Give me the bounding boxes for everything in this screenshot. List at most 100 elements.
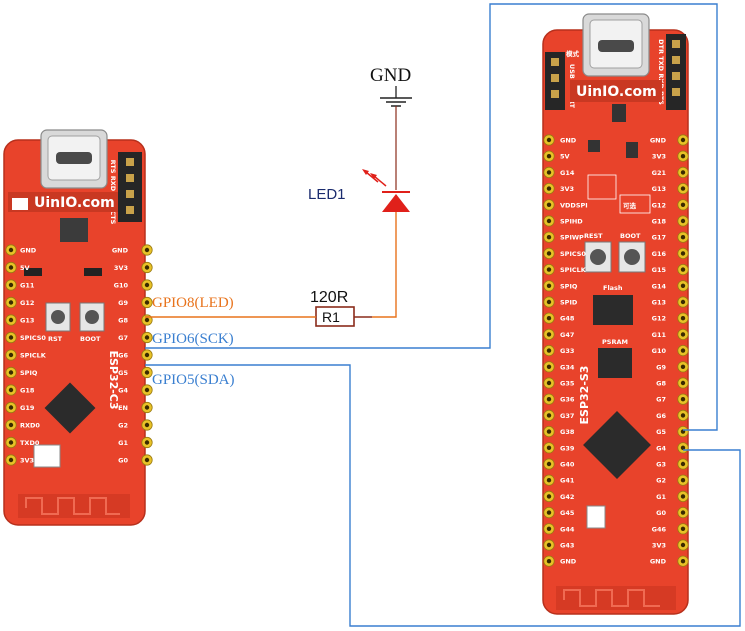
pin-hole xyxy=(546,413,552,418)
pin-label: G7 xyxy=(118,334,128,342)
pin-label: G9 xyxy=(118,299,128,307)
gnd-label: GND xyxy=(370,65,411,86)
pin-hole xyxy=(680,526,686,531)
pin-label: SPIHD xyxy=(560,218,583,226)
pin-hole xyxy=(680,186,686,191)
s3-brand-label: UinIO.com xyxy=(576,84,657,100)
gpio5-label: GPIO5(SDA) xyxy=(152,372,235,388)
pin-label: G15 xyxy=(652,266,667,274)
pin-hole xyxy=(546,380,552,386)
pin-hole xyxy=(546,445,552,450)
pin-label: G8 xyxy=(656,380,666,388)
resistor-value: 120R xyxy=(310,289,348,306)
pin-label: G3 xyxy=(656,461,666,469)
pin-label: G0 xyxy=(656,509,666,517)
pin-hole xyxy=(546,283,552,288)
pin-hole xyxy=(546,478,552,483)
pin-label: G39 xyxy=(560,444,575,452)
pin-hole xyxy=(8,422,14,428)
pin-hole xyxy=(680,348,686,353)
pin-hole xyxy=(144,370,150,375)
pin-hole xyxy=(144,387,150,393)
pin-label: G33 xyxy=(560,347,574,355)
flash-chip xyxy=(593,295,633,325)
pin-label: G40 xyxy=(560,461,575,469)
pin-hole xyxy=(546,170,552,175)
pin-label: GND xyxy=(650,137,667,145)
gpio6-wire xyxy=(145,3,718,431)
pin-hole xyxy=(144,317,150,323)
pin-label: G36 xyxy=(560,396,575,404)
pin-label: G0 xyxy=(118,457,128,465)
pin-hole xyxy=(144,352,150,358)
s3-board-name: ESP32-S3 xyxy=(578,366,591,425)
pin-label: G8 xyxy=(118,317,128,325)
pin-label: G38 xyxy=(560,428,575,436)
pin-hole xyxy=(8,370,14,375)
pin-label: G19 xyxy=(20,404,35,412)
pin-hole xyxy=(8,282,14,288)
pin-label: G45 xyxy=(560,509,575,517)
pin-hole xyxy=(8,300,14,305)
pin-hole xyxy=(680,202,686,207)
pin-hole xyxy=(144,300,150,305)
pin-label: SPICS0 xyxy=(20,334,46,342)
pin-label: G46 xyxy=(652,525,667,533)
pin-label: SPID xyxy=(560,299,578,307)
pin-hole xyxy=(8,265,14,270)
pin-label: G37 xyxy=(560,412,574,420)
pin-label: G12 xyxy=(20,299,34,307)
pin-hole xyxy=(680,235,686,240)
led-resistor-wire xyxy=(372,212,397,318)
pin-hole xyxy=(144,405,150,410)
c3-board-name: ESP32-C3 xyxy=(107,350,120,409)
pin-label: GND xyxy=(560,558,577,566)
pin-hole xyxy=(680,445,686,450)
pin-hole xyxy=(680,542,686,548)
pin-hole xyxy=(546,494,552,499)
pin-label: SPICLK xyxy=(560,266,587,274)
rgb-led xyxy=(33,444,61,468)
pin-label: G43 xyxy=(560,542,574,550)
pcb-antenna xyxy=(25,497,120,515)
resistor-ref: R1 xyxy=(322,309,340,325)
pin-hole xyxy=(144,282,150,288)
pin-label: EN xyxy=(118,404,128,412)
esp32-s3-chip xyxy=(583,411,651,479)
pin-hole xyxy=(546,461,552,467)
pin-hole xyxy=(546,429,552,434)
pin-label: G11 xyxy=(20,282,35,290)
pin-label: G5 xyxy=(118,369,128,377)
gpio5-wire xyxy=(145,364,741,627)
pin-hole xyxy=(680,380,686,386)
pin-label: G14 xyxy=(652,282,667,290)
pin-label: G6 xyxy=(118,352,128,360)
pin-hole xyxy=(8,440,14,445)
pin-label: G13 xyxy=(20,317,34,325)
pin-label: G10 xyxy=(114,282,129,290)
s3-pcb-antenna xyxy=(563,589,660,607)
pin-hole xyxy=(8,335,14,340)
logo-icon xyxy=(12,198,28,210)
pin-hole xyxy=(546,364,552,369)
pin-hole xyxy=(8,387,14,393)
pin-label: G42 xyxy=(560,493,574,501)
flash-label: Flash xyxy=(603,284,623,292)
s3-rgb-led xyxy=(586,505,606,529)
pin-hole xyxy=(144,422,150,428)
pin-hole xyxy=(546,186,552,191)
pin-hole xyxy=(546,510,552,515)
pin-label: TXD0 xyxy=(20,439,40,447)
pin-label: VDDSPI xyxy=(560,201,588,209)
pin-hole xyxy=(680,478,686,483)
pin-hole xyxy=(680,218,686,224)
pin-label: G14 xyxy=(560,169,575,177)
pin-hole xyxy=(680,299,686,305)
pin-hole xyxy=(144,457,150,463)
s3-boot-label: BOOT xyxy=(620,232,641,240)
pin-hole xyxy=(546,251,552,256)
pin-label: G4 xyxy=(656,444,666,452)
pin-hole xyxy=(680,364,686,369)
pin-label: G2 xyxy=(656,477,666,485)
